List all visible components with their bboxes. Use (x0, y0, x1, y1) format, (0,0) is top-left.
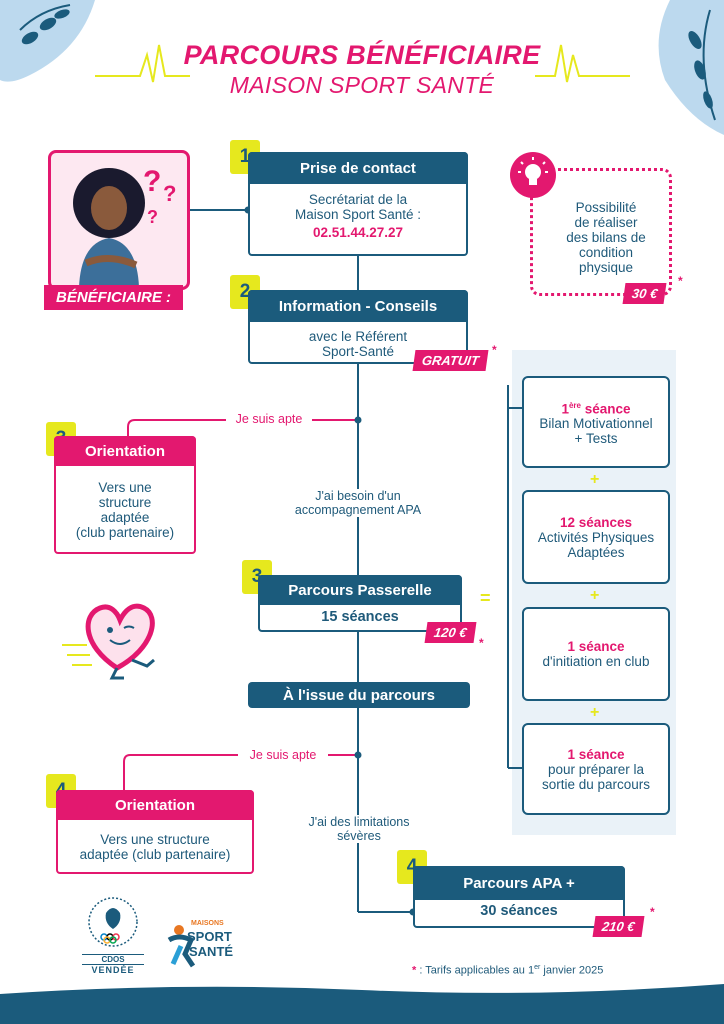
bilan-line3: des bilans de (566, 230, 646, 245)
session-card-2: 12 séances Activités Physiques Adaptées (522, 490, 670, 584)
session1-title: 1ère séance (561, 400, 631, 417)
step2-star: * (492, 343, 497, 357)
session1-line1: Bilan Motivationnel (539, 416, 653, 432)
session-card-4: 1 séance pour préparer la sortie du parc… (522, 723, 670, 815)
session3-line1: d'initiation en club (542, 654, 650, 669)
step2-line2: Sport-Santé (321, 344, 395, 359)
orientation2-line1: Vers une structure (100, 832, 210, 847)
bilan-line4: condition (578, 245, 634, 260)
cdos-vendee-logo: CDOS VENDÉE (82, 895, 144, 975)
besoin-line2: accompagnement APA (294, 503, 422, 517)
session4-line1: pour préparer la (547, 761, 645, 777)
page-title: PARCOURS BÉNÉFICIAIRE (183, 40, 541, 70)
apa-star: * (650, 905, 655, 919)
step1-line1: Secrétariat de la (308, 192, 408, 207)
running-heart-illustration (62, 603, 155, 680)
equals-sign: = (480, 588, 491, 608)
bilan-price: 30 € (622, 283, 667, 304)
orientation1-header: Orientation (54, 436, 196, 466)
limitations-line1: J'ai des limitations (308, 815, 410, 829)
svg-text:?: ? (143, 165, 161, 198)
label-besoin-apa: J'ai besoin d'un accompagnement APA (278, 489, 438, 517)
footer-note-suffix: janvier 2025 (540, 964, 604, 977)
svg-text:?: ? (147, 207, 158, 227)
bottom-wave (0, 984, 724, 1024)
bilan-box (530, 168, 672, 296)
step1-header: Prise de contact (248, 152, 468, 184)
maisons-sport-sante-logo: MAISONS SPORT SANTÉ (165, 918, 235, 970)
cdos-rooster-emblem (88, 897, 138, 947)
label-je-suis-apte-1: Je suis apte (226, 412, 312, 426)
mss-line3: SANTÉ (189, 944, 234, 959)
lightbulb-icon (510, 152, 556, 198)
bilan-star: * (678, 274, 683, 288)
orientation2-line2: adaptée (club partenaire) (79, 847, 231, 862)
session3-title: 1 séance (567, 639, 625, 654)
step2-line1: avec le Référent (308, 329, 408, 344)
mss-line1: MAISONS (191, 920, 224, 927)
session4-line2: sortie du parcours (541, 776, 651, 792)
plus-sign-3: + (590, 704, 600, 721)
label-je-suis-apte-2: Je suis apte (238, 748, 328, 762)
heartbeat-line-right (535, 44, 630, 83)
step1-body: Secrétariat de la Maison Sport Santé : 0… (248, 192, 468, 240)
phone-number[interactable]: 02.51.44.27.27 (312, 225, 404, 240)
page-subtitle: MAISON SPORT SANTÉ (229, 72, 495, 98)
bilan-text: Possibilité de réaliser des bilans de co… (540, 200, 672, 275)
passerelle-star: * (479, 636, 484, 650)
orientation1-line1: Vers une (98, 480, 152, 495)
heartbeat-line-left (95, 44, 190, 83)
apa-sessions: 30 séances (480, 903, 558, 919)
besoin-line1: J'ai besoin d'un (315, 489, 401, 503)
step2-header: Information - Conseils (248, 290, 468, 322)
footer-note-prefix: : Tarifs applicables au 1 (419, 964, 535, 977)
passerelle-price: 120 € (424, 622, 477, 643)
session2-line1: Activités Physiques (537, 529, 655, 545)
footer-note-sup: er (534, 964, 541, 971)
step1-line2: Maison Sport Santé : (294, 207, 422, 222)
step2-body: avec le Référent Sport-Santé (248, 329, 468, 359)
apa-price: 210 € (592, 916, 645, 937)
label-limitations: J'ai des limitations sévères (292, 815, 426, 843)
session-card-3: 1 séance d'initiation en club (522, 607, 670, 701)
limitations-line2: sévères (337, 829, 381, 843)
mss-line2: SPORT (187, 929, 232, 944)
session2-title: 12 séances (559, 514, 633, 530)
cdos-label: CDOS (82, 954, 144, 965)
mss-figure-icon (167, 925, 196, 968)
session-card-1: 1ère séance Bilan Motivationnel + Tests (522, 376, 670, 468)
orientation2-header: Orientation (56, 790, 254, 820)
bilan-line5: physique (578, 260, 634, 275)
apa-header: Parcours APA + (413, 866, 625, 900)
plus-sign-2: + (590, 587, 600, 604)
orientation1-body: Vers une structure adaptée (club partena… (54, 480, 196, 540)
gratuit-badge: GRATUIT (412, 350, 489, 371)
orientation1-line2: structure (98, 495, 152, 510)
orientation1-line4: (club partenaire) (75, 525, 175, 540)
session2-line2: Adaptées (567, 544, 625, 560)
woman-illustration: ? ? ? (73, 165, 176, 287)
beneficiary-label: BÉNÉFICIAIRE : (44, 285, 184, 310)
orientation2-body: Vers une structure adaptée (club partena… (56, 832, 254, 862)
passerelle-header: Parcours Passerelle (258, 575, 462, 605)
footer-note: * : Tarifs applicables au 1er janvier 20… (412, 964, 603, 977)
session1-line2: + Tests (574, 431, 618, 447)
bilan-line1: Possibilité (575, 200, 637, 215)
orientation1-line3: adaptée (100, 510, 150, 525)
leaf-decoration-left (0, 0, 95, 82)
passerelle-sessions: 15 séances (321, 609, 399, 625)
footer-star: * (412, 964, 417, 977)
cdos-vendee-text: VENDÉE (91, 965, 135, 975)
bilan-line2: de réaliser (574, 215, 638, 230)
session4-title: 1 séance (567, 746, 625, 762)
beneficiary-frame: ? ? ? (48, 150, 190, 290)
plus-sign-1: + (590, 471, 600, 488)
leaf-decoration-right (658, 0, 724, 135)
issue-du-parcours: À l'issue du parcours (248, 682, 470, 708)
svg-text:?: ? (163, 181, 176, 206)
